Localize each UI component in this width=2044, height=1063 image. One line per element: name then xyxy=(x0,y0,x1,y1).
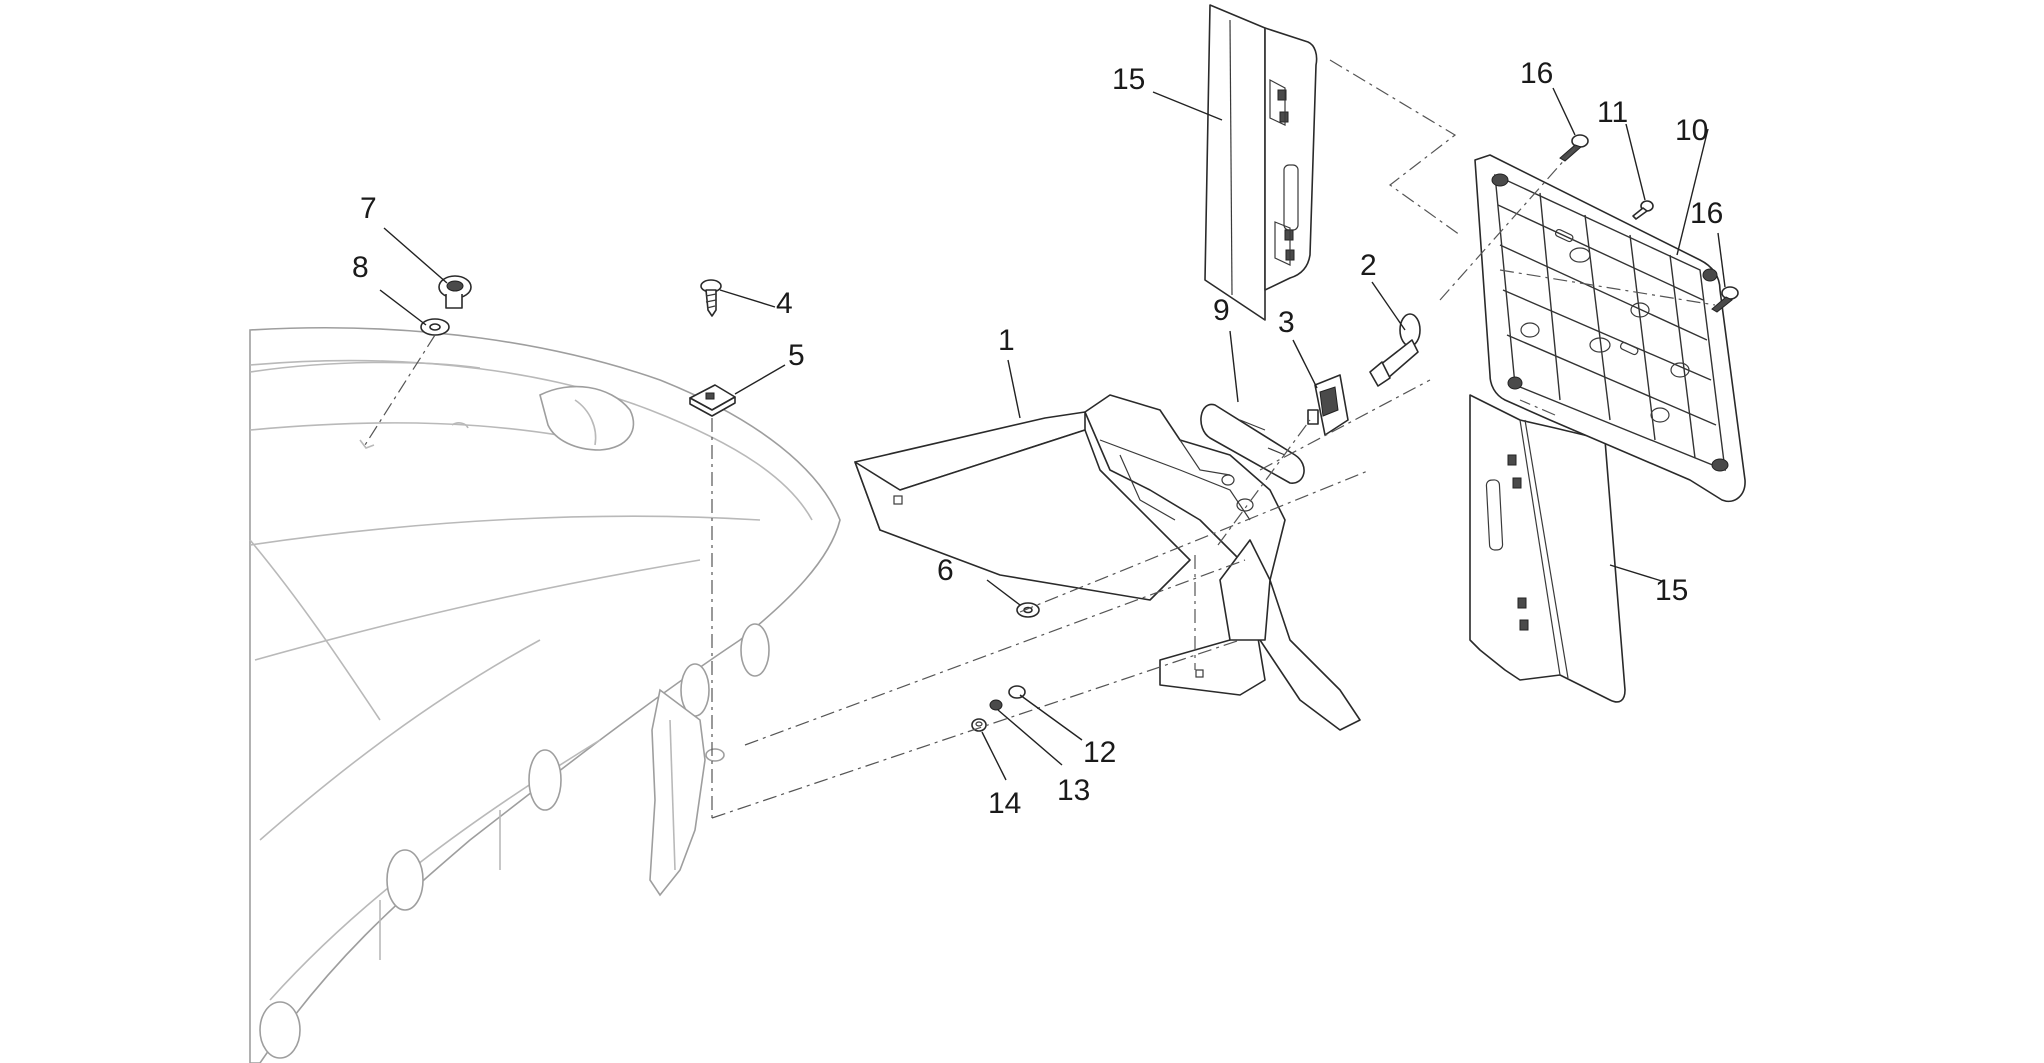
callout-16-top: 16 xyxy=(1520,57,1553,90)
part-1-license-bracket xyxy=(854,394,1361,731)
callout-14: 14 xyxy=(988,787,1021,820)
assembly-lines xyxy=(364,59,1716,819)
callout-15-bottom: 15 xyxy=(1655,574,1688,607)
leader-lines xyxy=(379,87,1726,781)
rear-body-panel xyxy=(249,326,841,1063)
callout-4: 4 xyxy=(776,287,793,320)
callout-12: 12 xyxy=(1083,736,1116,769)
part-15-spacer-top xyxy=(1204,4,1318,321)
part-13-lock-washer xyxy=(989,699,1003,711)
callout-8: 8 xyxy=(352,251,369,284)
callout-3: 3 xyxy=(1278,306,1295,339)
callout-2: 2 xyxy=(1360,249,1377,282)
callout-1: 1 xyxy=(998,324,1015,357)
callout-7: 7 xyxy=(360,192,377,225)
callout-10: 10 xyxy=(1675,114,1708,147)
part-15-spacer-bottom xyxy=(1469,394,1626,703)
part-5-clip-nut xyxy=(689,384,736,417)
part-6-washer xyxy=(1016,602,1040,618)
part-16-screw-right xyxy=(1711,286,1739,313)
part-16-screw-top xyxy=(1559,134,1589,162)
part-3-clip xyxy=(1307,374,1349,436)
part-8-washer xyxy=(420,318,450,336)
part-11-pin xyxy=(1632,200,1654,220)
callout-5: 5 xyxy=(788,339,805,372)
part-10-plate-holder xyxy=(1474,154,1746,502)
part-4-screw xyxy=(700,279,722,317)
callout-15-top: 15 xyxy=(1112,63,1145,96)
callout-16-right: 16 xyxy=(1690,197,1723,230)
callout-6: 6 xyxy=(937,554,954,587)
callout-9: 9 xyxy=(1213,294,1230,327)
callout-11: 11 xyxy=(1597,96,1628,129)
part-2-push-pin xyxy=(1369,313,1421,387)
part-7-bolt xyxy=(438,275,472,309)
callout-13: 13 xyxy=(1057,774,1090,807)
callout-labels: 1 2 3 4 5 6 7 8 9 10 11 12 13 14 15 15 1… xyxy=(352,57,1723,820)
